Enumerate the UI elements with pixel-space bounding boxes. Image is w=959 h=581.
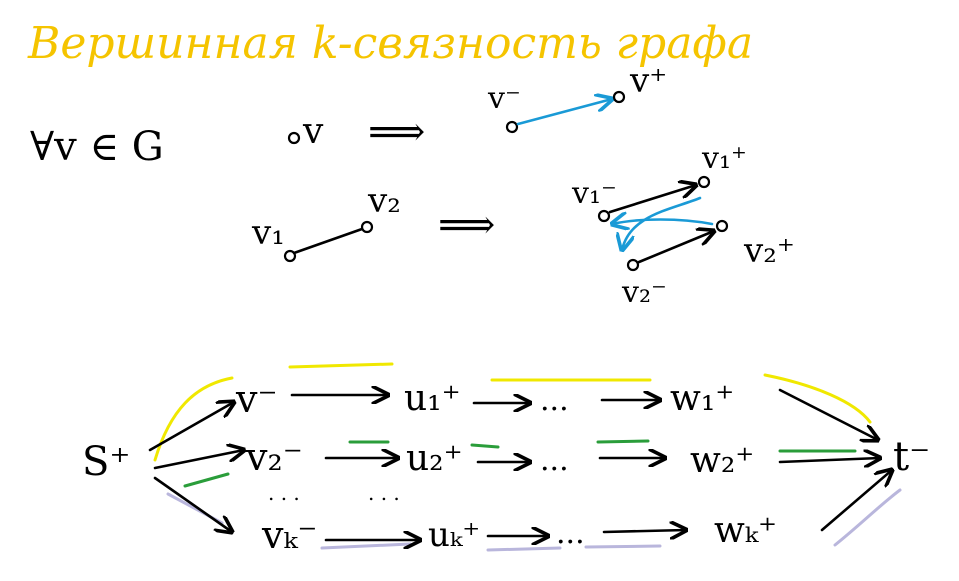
vertex-v-label: v [302,111,324,152]
row1-dots: ... [540,383,569,418]
forall-label: ∀v ∈ G [30,124,164,170]
row2-edge-w-t [778,458,880,462]
edge-s-row1 [148,402,234,452]
v2-node [360,220,374,234]
yellow-highlight-4 [763,373,872,424]
v-plus-label: v⁺ [629,61,667,101]
v-minus-label: v⁻ [487,81,521,116]
vertical-dots-left: . . . [268,481,300,505]
green-highlight-3 [470,443,500,449]
yellow-highlight-1 [153,376,234,462]
v-plus-node [612,90,626,104]
v1-plus-node [697,175,711,189]
v2-plus-label: v₂⁺ [743,231,795,271]
sink-label: t⁻ [893,434,930,480]
v1-node [283,249,297,263]
implies-arrow-1: ⟹ [368,109,425,155]
split-edge-v [516,99,612,126]
row1-v-label: v⁻ [235,377,278,421]
v1-minus-label: v₁⁻ [571,176,617,211]
row3-u-label: uₖ⁺ [428,515,480,555]
row2-v-label: v₂⁻ [245,435,303,479]
vertex-v-node [287,131,301,145]
row2-dots: ... [540,443,569,478]
cross-edge-v1plus-v2minus [622,196,702,250]
edge-s-row2 [153,450,244,470]
row2-u-label: u₂⁺ [406,438,463,479]
yellow-highlight-2 [288,362,394,369]
lavender-highlight-2 [320,542,412,550]
split-edge-v2 [637,231,714,264]
edge-s-row3 [153,476,232,532]
split-edge-v1 [608,185,696,214]
vertical-dots-mid: . . . [368,481,400,505]
row1-edge-w-t [778,388,878,440]
row1-w-label: w₁⁺ [670,378,734,419]
green-highlight-4 [596,439,650,444]
v1-minus-node [597,209,611,223]
v-minus-node [505,120,519,134]
row3-edge-dots-w [602,530,686,532]
row1-u-label: u₁⁺ [404,378,461,419]
row3-edge-w-t [820,470,892,532]
edge-v1-v2 [292,227,364,255]
row3-w-label: wₖ⁺ [714,510,777,551]
lavender-highlight-5 [833,488,902,547]
row2-w-label: w₂⁺ [690,440,754,481]
v2-minus-label: v₂⁻ [621,275,667,310]
row3-v-label: vₖ⁻ [261,513,317,557]
lavender-highlight-3 [486,546,562,552]
page-title: Вершинная k-связность графа [27,18,753,69]
source-label: S⁺ [82,439,131,485]
row3-dots: ... [556,516,585,551]
v2-label: v₂ [367,181,401,221]
cross-edge-v2plus-v1minus [612,220,714,225]
v1-plus-label: v₁⁺ [701,141,747,176]
v1-label: v₁ [251,213,285,253]
v2-plus-node [715,219,729,233]
lavender-highlight-4 [584,544,662,549]
green-highlight-1 [183,472,230,488]
implies-arrow-2: ⟹ [438,202,495,248]
v2-minus-node [626,258,640,272]
